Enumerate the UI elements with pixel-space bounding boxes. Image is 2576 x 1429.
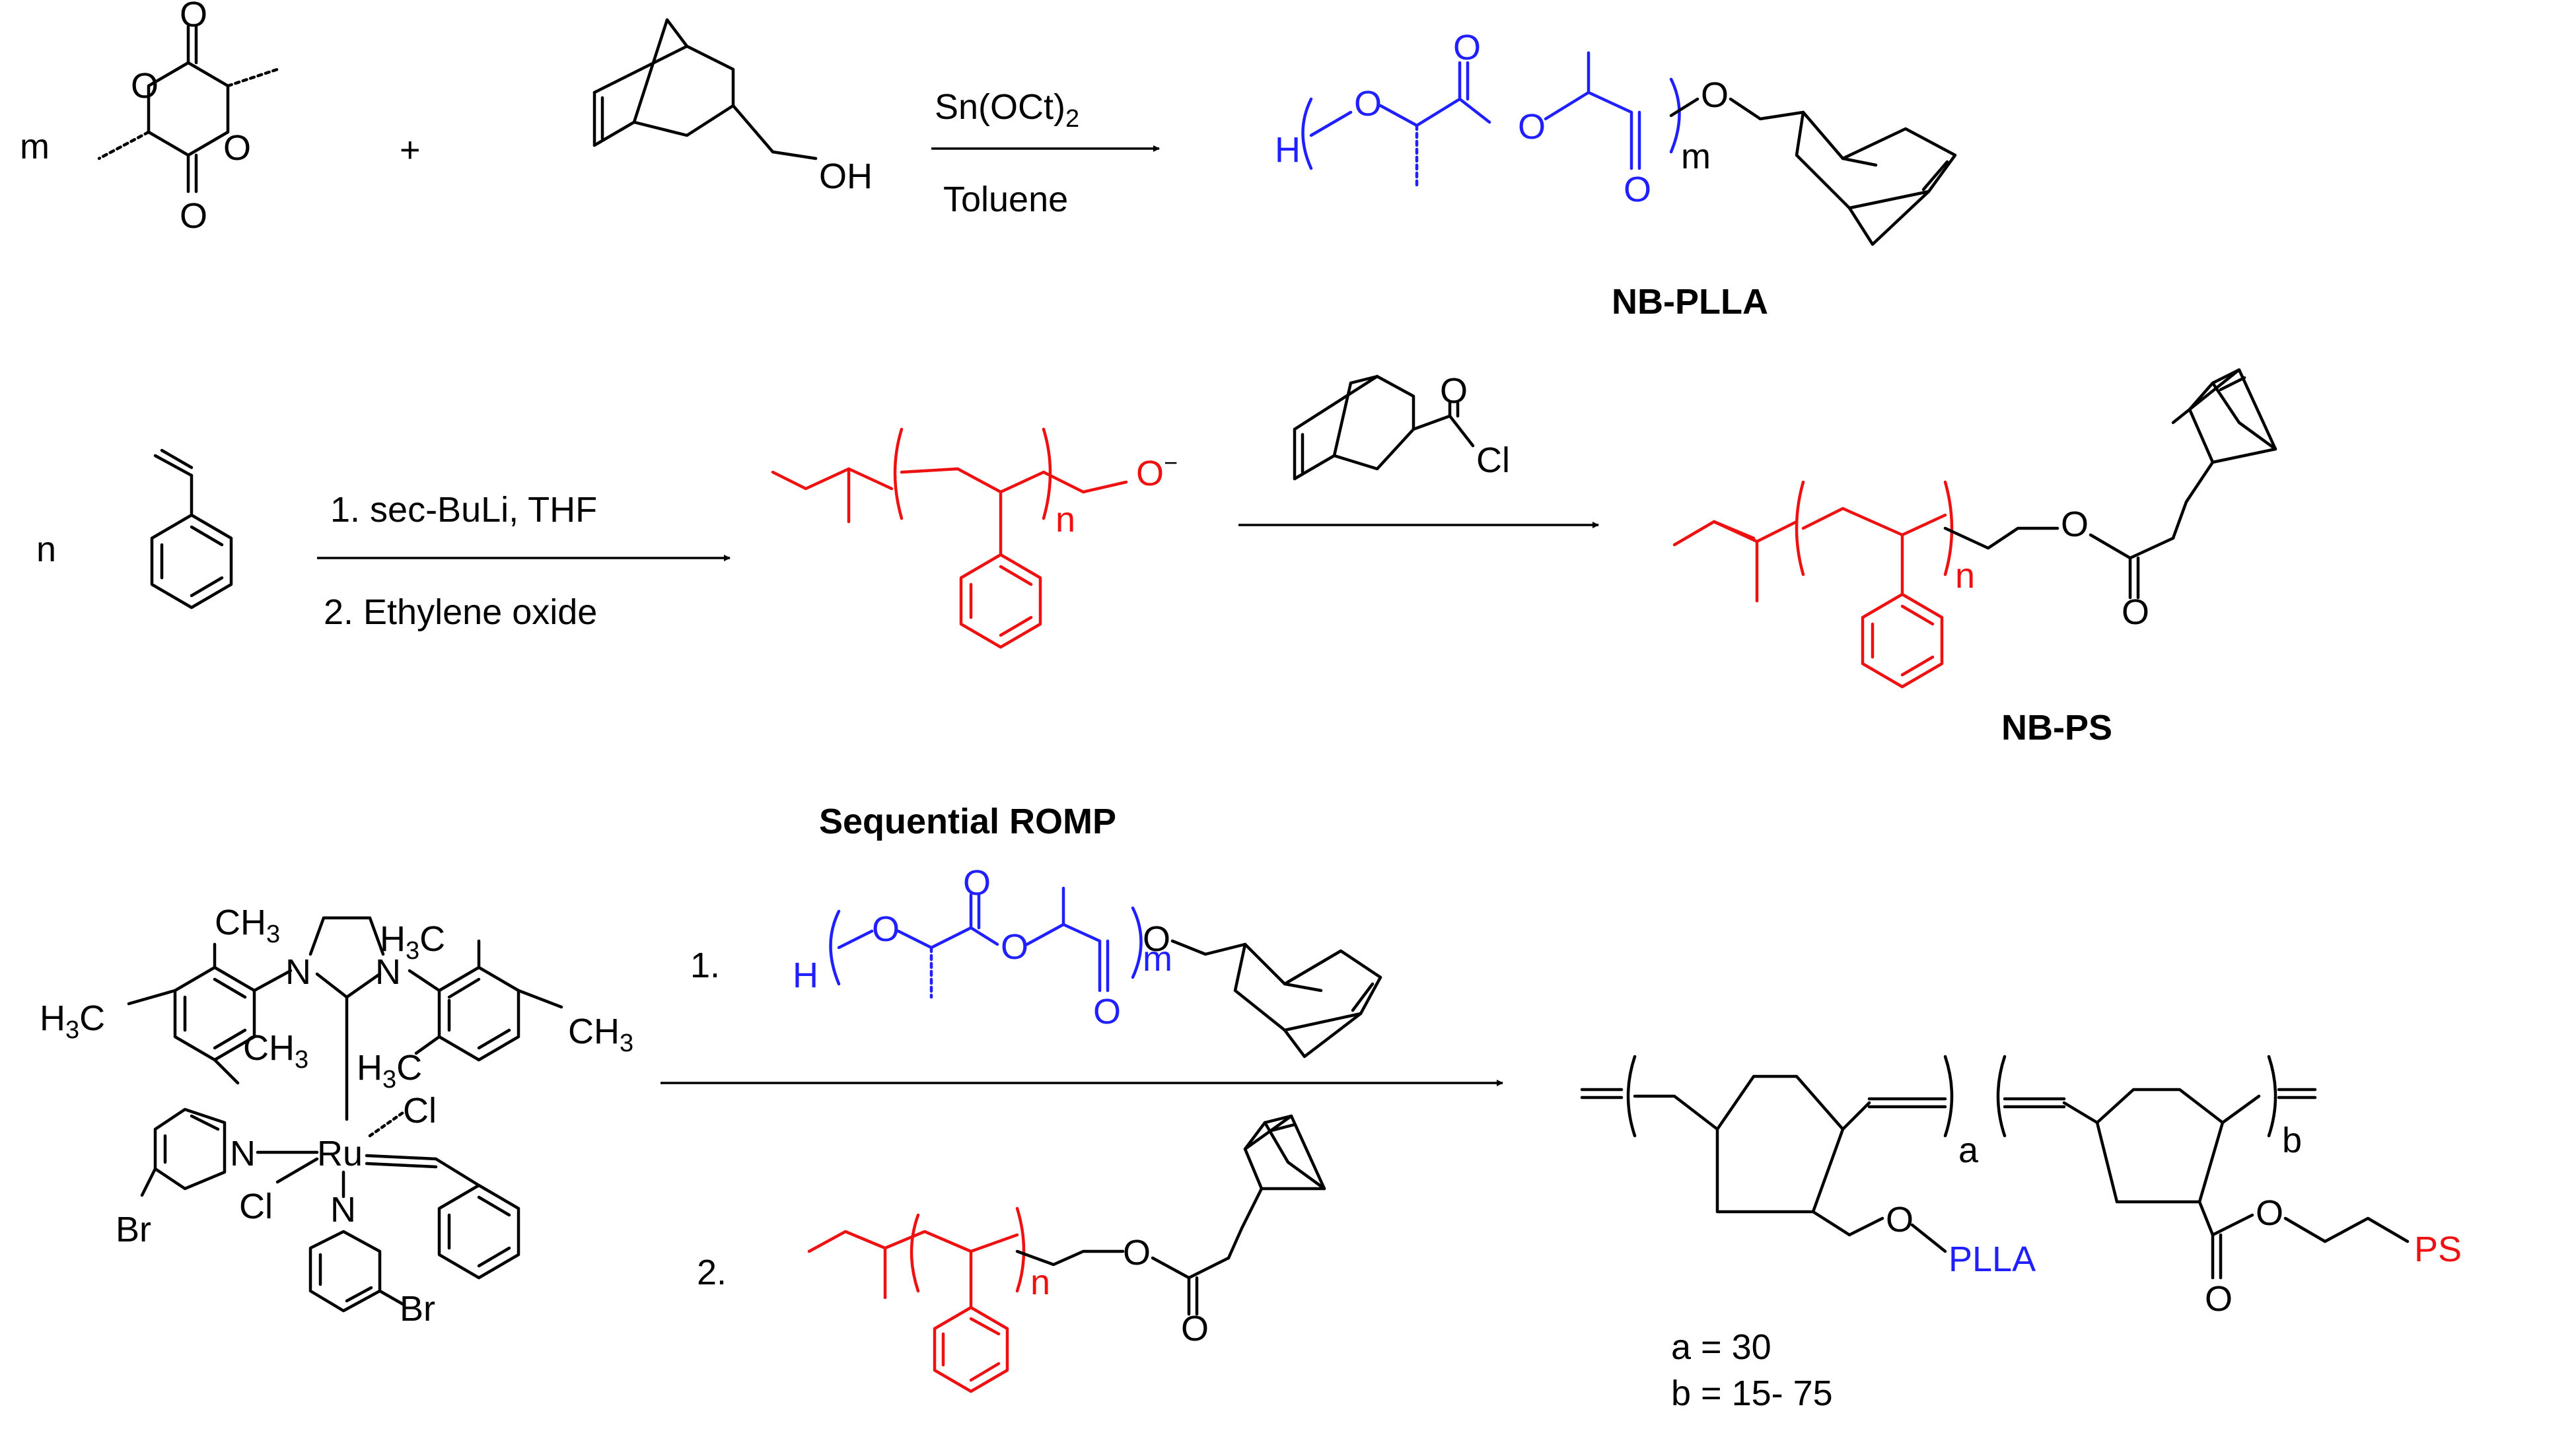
styrene-coefficient: n (36, 530, 56, 569)
svg-text:O: O (1143, 919, 1170, 959)
step2-number: 2. (697, 1253, 727, 1292)
condition-step1: 1. sec-BuLi, THF (330, 490, 597, 530)
svg-text:H3C: H3C (357, 1048, 422, 1094)
svg-text:H: H (793, 956, 818, 995)
svg-text:H: H (1275, 130, 1301, 170)
svg-text:O: O (872, 909, 900, 949)
svg-text:O: O (2122, 592, 2149, 632)
svg-text:O: O (1453, 28, 1481, 67)
lactide-coefficient: m (20, 127, 50, 166)
svg-text:N: N (375, 952, 401, 992)
svg-text:Br: Br (116, 1210, 151, 1249)
svg-text:O: O (180, 0, 207, 34)
svg-text:a: a (1958, 1131, 1979, 1170)
svg-text:OH: OH (819, 157, 873, 196)
svg-text:O: O (1181, 1309, 1209, 1348)
step1-number: 1. (690, 946, 720, 985)
svg-text:O: O (2061, 505, 2089, 544)
b-value: b = 15- 75 (1671, 1374, 1833, 1413)
svg-text:n: n (1055, 500, 1075, 540)
svg-text:O: O (1001, 927, 1028, 967)
grubbs-catalyst: CH3 H3C CH3 N N CH3 H3C (40, 903, 633, 1329)
styrene-structure (150, 448, 233, 610)
svg-text:Cl: Cl (239, 1187, 273, 1226)
svg-text:Br: Br (400, 1289, 435, 1329)
row3-sequential-romp: Sequential ROMP CH3 H3C CH3 N N (40, 802, 2462, 1413)
condition-step2: 2. Ethylene oxide (324, 592, 597, 632)
svg-text:m: m (1143, 939, 1172, 979)
svg-text:m: m (1681, 137, 1711, 176)
svg-text:Cl: Cl (1476, 440, 1510, 480)
svg-text:CH3: CH3 (243, 1028, 308, 1074)
lactide-structure: O O O O (97, 0, 279, 236)
svg-text:O: O (1624, 170, 1651, 209)
svg-text:O−: O− (1136, 449, 1178, 493)
svg-text:O: O (180, 196, 207, 236)
arrow-step1: Sn(OCt)2 Toluene (931, 87, 1160, 219)
svg-text:b: b (2282, 1121, 2302, 1160)
row1-lactide-polymerization: m O O O O + OH (20, 0, 1957, 322)
nb-ps-name: NB-PS (2001, 708, 2112, 748)
catalyst-label: Sn(OCt)2 (935, 87, 1079, 133)
ps-block-label: PS (2414, 1230, 2462, 1269)
svg-text:O: O (2256, 1193, 2283, 1233)
norbornene-methanol-structure: OH (592, 18, 873, 196)
nb-plla-name: NB-PLLA (1612, 282, 1768, 322)
svg-text:n: n (1030, 1263, 1050, 1302)
svg-text:O: O (131, 66, 159, 106)
romp-title: Sequential ROMP (819, 802, 1116, 841)
svg-text:CH3: CH3 (568, 1012, 633, 1057)
plla-block-label: PLLA (1949, 1239, 2036, 1279)
svg-text:N: N (230, 1134, 256, 1173)
svg-text:O: O (1354, 84, 1382, 123)
svg-text:O: O (1123, 1233, 1151, 1272)
svg-text:H3C: H3C (40, 998, 105, 1044)
ruthenium-label: Ru (317, 1134, 363, 1173)
svg-text:O: O (1518, 107, 1546, 147)
nb-plla-product: H O O O O m O NB-PLLA (1275, 28, 1957, 322)
svg-text:O: O (1440, 371, 1468, 411)
svg-text:O: O (1886, 1200, 1914, 1239)
svg-text:O: O (2205, 1279, 2233, 1319)
nb-ps-product: n O O NB-PS (1672, 368, 2277, 748)
svg-text:O: O (963, 863, 991, 903)
romp-step2-nb-ps: 2. n O O (697, 1114, 1326, 1393)
romp-step1-nb-plla: 1. H O O O O m O (690, 863, 1382, 1059)
svg-text:Cl: Cl (403, 1091, 437, 1131)
arrow-step2: 1. sec-BuLi, THF 2. Ethylene oxide (317, 490, 731, 632)
romp-product-copolymer: a b O PLLA O O PS a = 30 b = 15- 75 (1580, 1055, 2462, 1413)
svg-text:H3C: H3C (380, 919, 445, 965)
ps-alkoxide: n O− (771, 427, 1178, 649)
svg-text:n: n (1955, 556, 1975, 596)
row2-styrene-polymerization: n 1. sec-BuLi, THF 2. Ethylene oxide n (36, 368, 2277, 748)
svg-text:O: O (1701, 75, 1729, 115)
svg-text:O: O (223, 128, 251, 168)
svg-text:CH3: CH3 (215, 903, 280, 948)
svg-text:N: N (285, 952, 311, 992)
plus-sign: + (400, 130, 421, 170)
solvent-label: Toluene (943, 180, 1068, 219)
svg-text:O: O (1093, 992, 1121, 1031)
a-value: a = 30 (1671, 1327, 1771, 1367)
norbornene-acid-chloride: O Cl (1238, 371, 1599, 528)
